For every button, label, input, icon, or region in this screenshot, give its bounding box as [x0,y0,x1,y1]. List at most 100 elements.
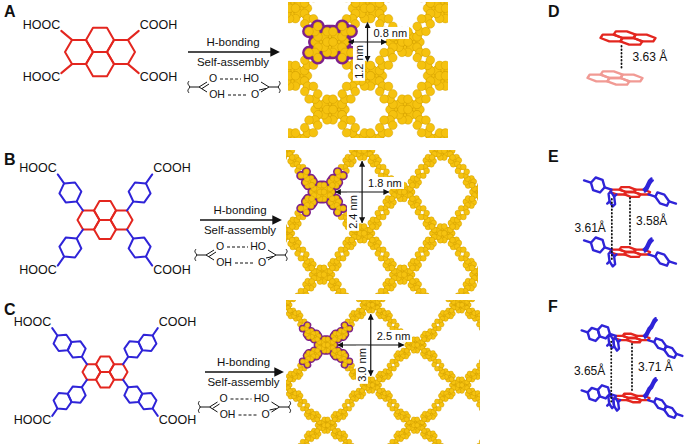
atom-sphere [298,255,304,261]
atom-sphere [389,196,395,202]
atom-sphere [347,27,356,36]
atom-sphere [321,272,327,278]
atom-sphere [464,209,470,215]
aryl-ring [129,238,151,258]
atom-sphere [380,116,389,125]
figure-part [458,169,478,215]
aryl-ring [54,335,72,351]
atom-sphere [288,308,293,313]
atom-sphere [441,129,448,138]
atom-sphere [447,150,453,151]
atom-sphere [413,121,422,130]
atom-sphere [305,27,314,36]
molecule-structure [58,174,152,265]
atom-sphere [332,417,337,422]
network-molecule [417,56,448,96]
figure-part [418,210,466,256]
atom-sphere [329,182,335,188]
atom-sphere [429,155,435,161]
atom-sphere [298,205,304,211]
atom-sphere [441,71,448,80]
atom-sphere [289,155,295,161]
dimension-arrow [361,161,362,222]
atom-sphere [404,105,413,114]
network-molecule [417,123,448,138]
atom-sphere [361,230,367,236]
molecule-structure [52,328,158,416]
atom-sphere [401,272,407,278]
figure-part [426,220,459,247]
atom-sphere [329,279,335,285]
atom-sphere [350,443,355,444]
motif-bond [196,255,206,256]
figure-part [386,261,419,288]
atom-sphere [349,155,355,161]
atom-sphere [366,71,375,80]
atom-sphere [410,279,416,285]
motif-bond [261,82,269,87]
atom-sphere [458,173,464,179]
figure-part [305,22,356,62]
network-molecule [380,90,431,130]
atom-sphere [367,150,373,151]
hydrogen-bond-line [227,247,248,248]
atom-sphere [429,224,435,230]
atom-sphere [404,95,413,104]
atom-sphere [329,196,335,202]
figure-part [286,300,305,325]
hydrogen-bond-motif [188,79,280,95]
molecule-bond [82,380,87,387]
atom-sphere [401,265,407,271]
atom-sphere [389,279,395,285]
motif-bond [276,255,286,256]
atom-sphere [347,116,356,125]
pyrene-ring [94,220,116,239]
illustration [52,0,682,446]
atom-sphere [300,123,309,132]
atom-sphere [384,15,393,24]
atom-sphere [313,53,322,62]
figure-part [345,443,397,444]
atom-sphere [304,169,310,175]
figure-part [378,252,426,294]
motif-bond [259,89,266,91]
atom-sphere [469,182,475,188]
atom-sphere [325,423,330,428]
atom-sphere [389,265,395,271]
atom-sphere [477,189,478,195]
atom-sphere [325,417,330,422]
atom-sphere [378,288,384,294]
atom-sphere [300,2,309,7]
atom-sphere [424,168,430,174]
atom-sphere [309,182,315,188]
atom-sphere [477,272,478,278]
atom-sphere [384,128,393,137]
atom-sphere [286,150,287,154]
molecule-bond [123,380,128,387]
atom-sphere [288,377,293,382]
atom-sphere [291,2,300,3]
atom-sphere [305,442,310,444]
atom-sphere [469,265,475,271]
atom-sphere [469,279,475,285]
atom-sphere [305,95,314,104]
atom-sphere [351,2,360,7]
atom-sphere [413,22,422,31]
figure-part [421,150,463,171]
figure-part [417,2,448,28]
hydrogen-bond-line [239,415,259,416]
atom-sphere [417,15,426,24]
molecule-bond [77,201,83,210]
molecule-bond [153,328,158,335]
atom-sphere [338,121,347,130]
atom-sphere [375,123,384,132]
figure-part [286,213,303,254]
atom-sphere [300,87,309,96]
network-molecule [342,123,393,138]
motif-bond [266,257,273,259]
molecule-bond [127,230,133,239]
wavy-bond [285,249,287,261]
motif-bond [270,409,277,411]
figure-part [301,254,343,294]
atom-sphere [441,4,448,13]
